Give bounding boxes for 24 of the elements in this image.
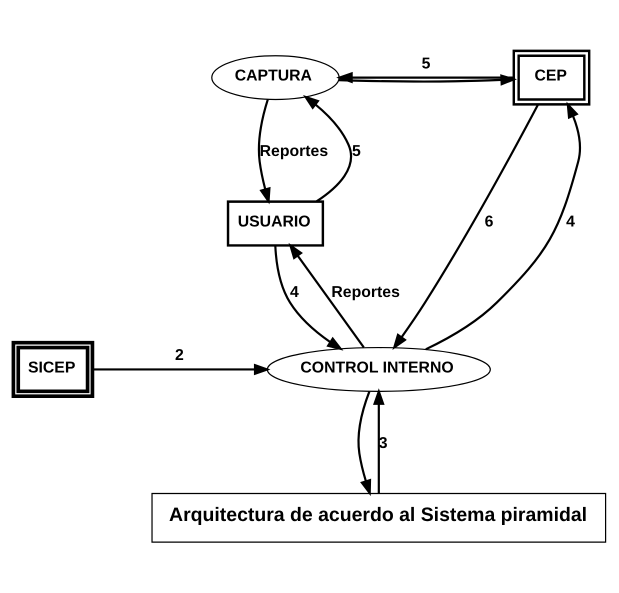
edge-label: 2 (175, 347, 184, 364)
edge-label: 6 (484, 213, 494, 230)
node-box: SICEP (12, 340, 94, 398)
arrow (336, 72, 514, 84)
arrow (288, 242, 365, 348)
arrow (392, 104, 540, 350)
node-ellipse: CONTROL INTERNO (266, 346, 491, 392)
node-ellipse: CAPTURA (211, 55, 340, 100)
edge-label: 4 (290, 284, 299, 301)
edge-label: 4 (566, 213, 575, 230)
arrow (258, 99, 271, 204)
arrow (274, 246, 344, 351)
edge-label: 5 (422, 55, 430, 72)
arrow (357, 391, 372, 496)
node-box: USUARIO (226, 200, 324, 247)
arrow (425, 102, 582, 350)
node-box: Arquitectura de acuerdo al Sistema piramidal (151, 492, 606, 543)
arrow (92, 364, 270, 376)
node-box: CEP (512, 50, 590, 106)
edge-label: 5 (352, 142, 361, 160)
edge-label: Reportes (331, 284, 400, 301)
edge-label: Reportes (260, 142, 328, 160)
arrow (303, 94, 352, 202)
arrow (373, 388, 385, 494)
